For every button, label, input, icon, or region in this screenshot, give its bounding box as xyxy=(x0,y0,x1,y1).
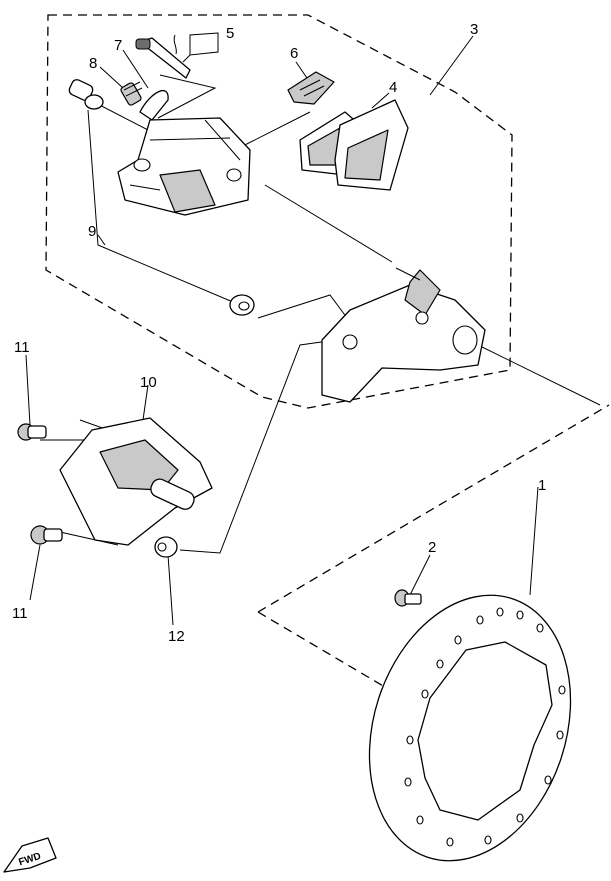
pin-boot-lower-part xyxy=(229,294,255,316)
pin-boot-part xyxy=(68,79,104,110)
callout-11-top: 11 xyxy=(14,339,30,356)
brake-disc-part xyxy=(368,594,572,862)
collar-part xyxy=(154,536,178,558)
callout-6: 6 xyxy=(290,45,298,62)
callout-8: 8 xyxy=(89,55,97,72)
bolt-part-lower xyxy=(30,525,63,545)
caliper-bracket-part xyxy=(321,267,486,403)
leader-lines xyxy=(25,32,539,626)
callout-5: 5 xyxy=(226,25,234,42)
caliper-guard-part xyxy=(59,417,213,546)
caliper-body-part xyxy=(117,117,251,216)
bolt-part-upper xyxy=(17,423,47,441)
callout-4: 4 xyxy=(389,79,397,96)
caliper-assembly-boundary xyxy=(45,14,513,409)
bracket-part xyxy=(139,89,169,121)
callout-11-bottom: 11 xyxy=(12,605,28,622)
disc-hole-pattern xyxy=(404,607,566,847)
callout-1: 1 xyxy=(538,477,546,494)
callout-9: 9 xyxy=(88,223,96,240)
pad-spring-part xyxy=(287,71,335,105)
rotor-mount-guide xyxy=(257,404,610,691)
rotor-bolt-part xyxy=(394,589,422,607)
assembly-link-lines xyxy=(40,74,601,554)
slide-pin-part xyxy=(135,34,191,79)
callout-7: 7 xyxy=(114,37,122,54)
callout-3: 3 xyxy=(470,21,478,38)
bleed-screw-part xyxy=(120,81,143,106)
brake-pads-part xyxy=(299,99,409,191)
fwd-direction-arrow: FWD xyxy=(3,837,57,873)
callout-12: 12 xyxy=(168,628,185,645)
callout-2: 2 xyxy=(428,539,436,556)
callout-10: 10 xyxy=(140,374,157,391)
